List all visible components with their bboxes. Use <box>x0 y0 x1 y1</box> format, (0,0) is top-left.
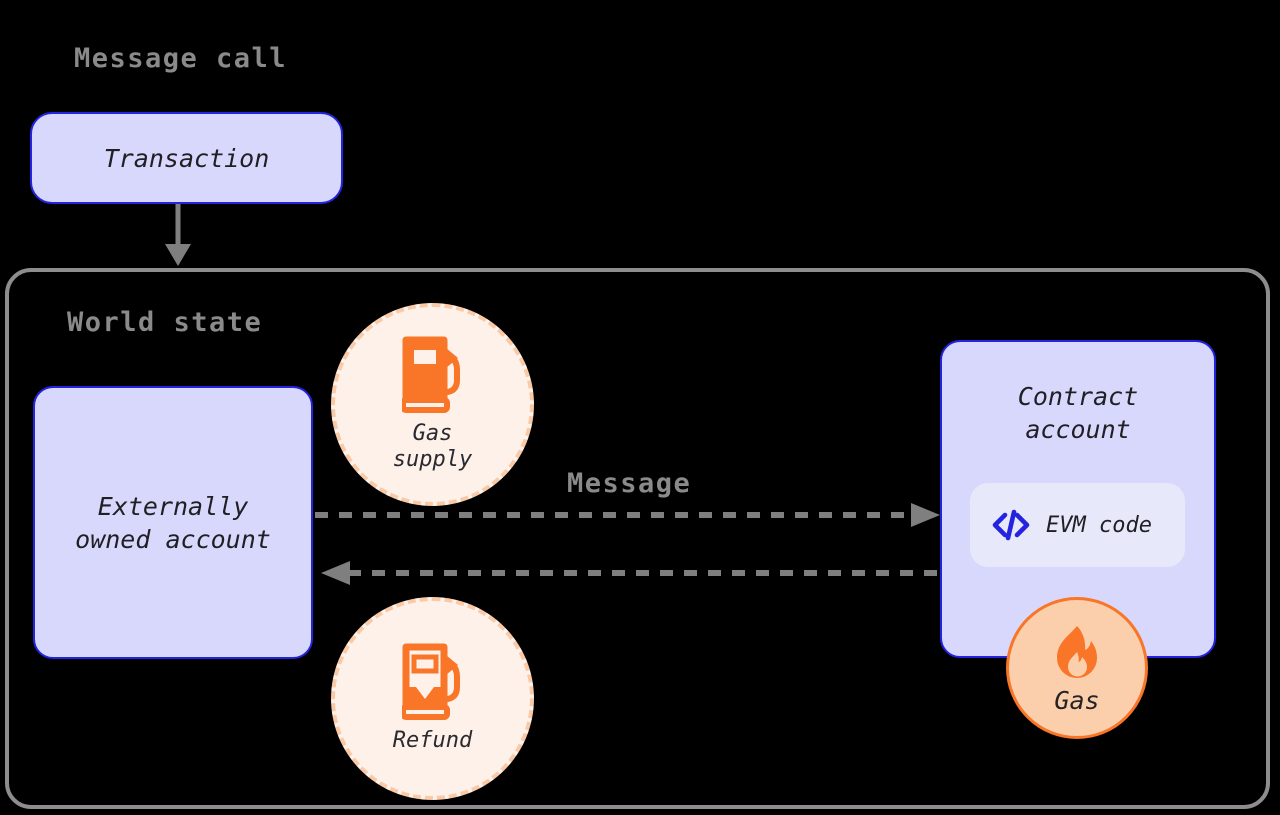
contract-gas-badge[interactable]: Gas <box>1006 597 1148 739</box>
contract-account-label: Contract account <box>1017 382 1139 444</box>
message-arrow <box>315 503 940 527</box>
gas-pump-low-icon <box>401 643 460 721</box>
transaction-box[interactable]: Transaction <box>30 112 343 204</box>
refund-badge[interactable]: Refund <box>331 597 534 800</box>
world-state-container <box>5 268 1270 809</box>
gas-pump-full-icon <box>401 336 460 414</box>
message-arrow-label: Message <box>567 468 692 499</box>
externally-owned-account-box[interactable]: Externally owned account <box>33 386 313 659</box>
transaction-label: Transaction <box>103 143 270 173</box>
externally-owned-account-label: Externally owned account <box>75 491 271 554</box>
gas-supply-badge[interactable]: Gas supply <box>331 303 534 506</box>
return-arrow <box>321 561 946 585</box>
world-state-heading: World state <box>67 307 263 338</box>
refund-label: Refund <box>392 728 473 754</box>
evm-code-pill[interactable]: EVM code <box>970 483 1185 567</box>
gas-supply-label: Gas supply <box>392 421 473 472</box>
flame-icon <box>1057 625 1097 678</box>
code-icon <box>992 509 1030 541</box>
message-call-heading: Message call <box>74 43 288 74</box>
contract-gas-badge-label: Gas <box>1054 685 1100 715</box>
evm-code-label: EVM code <box>1046 512 1152 538</box>
transaction-to-world-state-arrow <box>165 204 191 266</box>
